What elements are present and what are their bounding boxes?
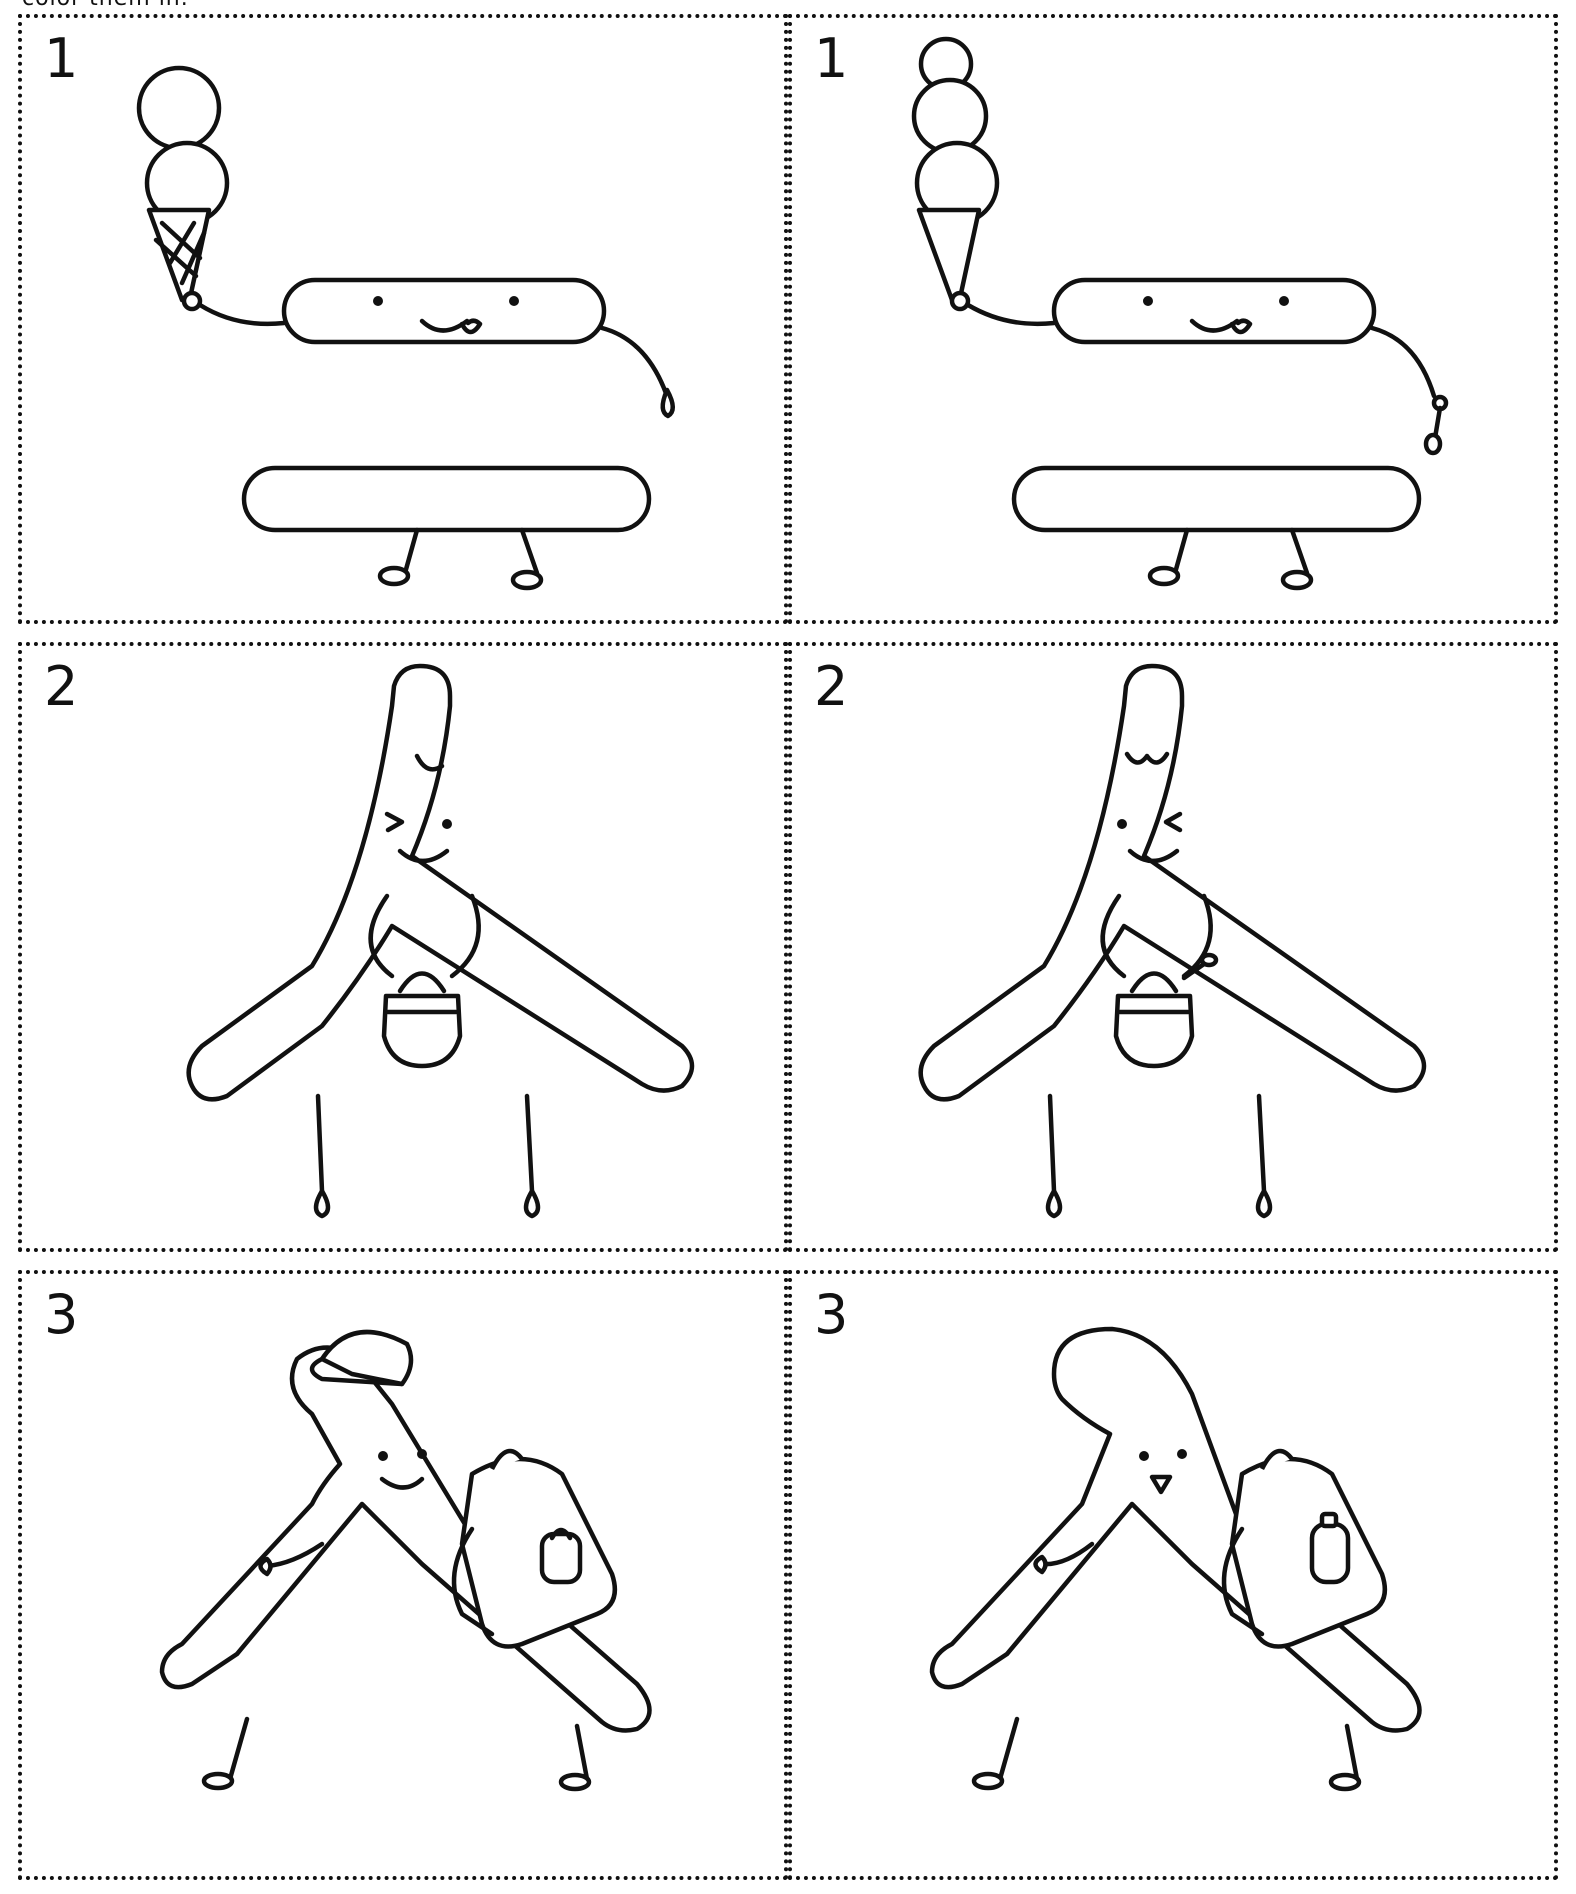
closed-eyes-hair (1124, 751, 1170, 765)
spoon (1423, 432, 1443, 456)
equals-bottom-bar (241, 465, 652, 533)
left-foot (1045, 1188, 1063, 1219)
left-arm (368, 893, 395, 979)
ice-cream-scoop-middle (911, 77, 989, 155)
tongue (459, 318, 483, 335)
right-leg (524, 1093, 535, 1194)
lambda-backpack-drawing-variant (929, 1326, 1422, 1792)
page-caption: color them in. (22, 0, 189, 11)
backpack (459, 1456, 618, 1649)
left-hand (1033, 1554, 1048, 1575)
left-arm (1100, 893, 1127, 979)
equals-character-drawing (136, 65, 675, 591)
backpack-bottle-pocket (1309, 1521, 1351, 1585)
hand (949, 290, 971, 312)
activity-card-1b: 1 (788, 14, 1558, 624)
left-foot (201, 1771, 235, 1791)
right-foot (1255, 1188, 1273, 1219)
basket-handle (1129, 971, 1179, 994)
basket-handle (397, 971, 447, 994)
right-arm (1369, 325, 1437, 399)
right-leg (1289, 527, 1310, 576)
cap (319, 1329, 414, 1387)
lambda-body (918, 663, 1427, 1102)
cap-brim (309, 1356, 405, 1387)
spoon-handle (1432, 405, 1443, 441)
right-hand (660, 387, 675, 419)
left-arm (197, 302, 287, 327)
smile (379, 1476, 425, 1490)
left-foot (971, 1771, 1005, 1791)
tongue (1229, 318, 1253, 335)
right-leg (519, 527, 540, 576)
left-arm (965, 302, 1057, 327)
equals-top-bar (281, 277, 607, 345)
card-number: 1 (44, 27, 79, 90)
card-number: 3 (44, 1283, 79, 1346)
lambda-cap-backpack-drawing (159, 1329, 652, 1792)
spoon-handle (1181, 961, 1207, 981)
right-arm (1181, 893, 1213, 979)
winking-eye (1163, 811, 1183, 833)
activity-card-3a: 3 (18, 1270, 788, 1880)
left-leg (315, 1093, 325, 1194)
activity-card-2a: 2 (18, 642, 788, 1252)
smile (397, 848, 450, 864)
winking-eye (384, 811, 405, 833)
activity-card-1a: 1 (18, 14, 788, 624)
lambda-character-drawing (186, 663, 695, 1219)
left-foot (313, 1188, 331, 1219)
backpack-handle (1259, 1448, 1294, 1471)
right-leg (1344, 1723, 1360, 1782)
smile (1127, 848, 1180, 864)
right-foot (510, 569, 544, 591)
lambda-body (186, 663, 695, 1102)
ice-cream-scoop-top (136, 65, 222, 151)
equals-bottom-bar (1011, 465, 1422, 533)
right-foot (1328, 1772, 1362, 1792)
left-foot (1147, 565, 1181, 587)
hair (414, 753, 445, 772)
right-arm (599, 325, 670, 399)
mouth (1149, 1474, 1173, 1495)
activity-card-2b: 2 (788, 642, 1558, 1252)
backpack-strap (1221, 1526, 1265, 1637)
left-leg (402, 527, 420, 576)
right-leg (574, 1723, 590, 1782)
left-leg (1047, 1093, 1057, 1194)
left-hand (258, 1556, 273, 1577)
right-foot (523, 1188, 541, 1219)
card-number: 1 (814, 27, 849, 90)
backpack (1229, 1456, 1388, 1649)
backpack-pocket (539, 1531, 583, 1585)
lambda-character-drawing-variant (918, 663, 1427, 1219)
spoon (1199, 952, 1219, 968)
equals-character-drawing-variant (911, 36, 1449, 591)
left-leg (227, 1716, 250, 1782)
cone (916, 207, 982, 303)
card-number: 3 (814, 1283, 849, 1346)
right-foot (558, 1772, 592, 1792)
basket (1113, 993, 1195, 1069)
right-leg (1256, 1093, 1267, 1194)
basket (381, 993, 463, 1069)
left-leg (997, 1716, 1020, 1782)
backpack-handle (489, 1448, 524, 1471)
card-number: 2 (44, 655, 79, 718)
backpack-strap (451, 1526, 495, 1637)
equals-top-bar (1051, 277, 1377, 345)
hand (181, 290, 203, 312)
right-foot (1280, 569, 1314, 591)
card-number: 2 (814, 655, 849, 718)
left-foot (377, 565, 411, 587)
right-arm (449, 893, 481, 979)
activity-card-3b: 3 (788, 1270, 1558, 1880)
left-leg (1172, 527, 1190, 576)
